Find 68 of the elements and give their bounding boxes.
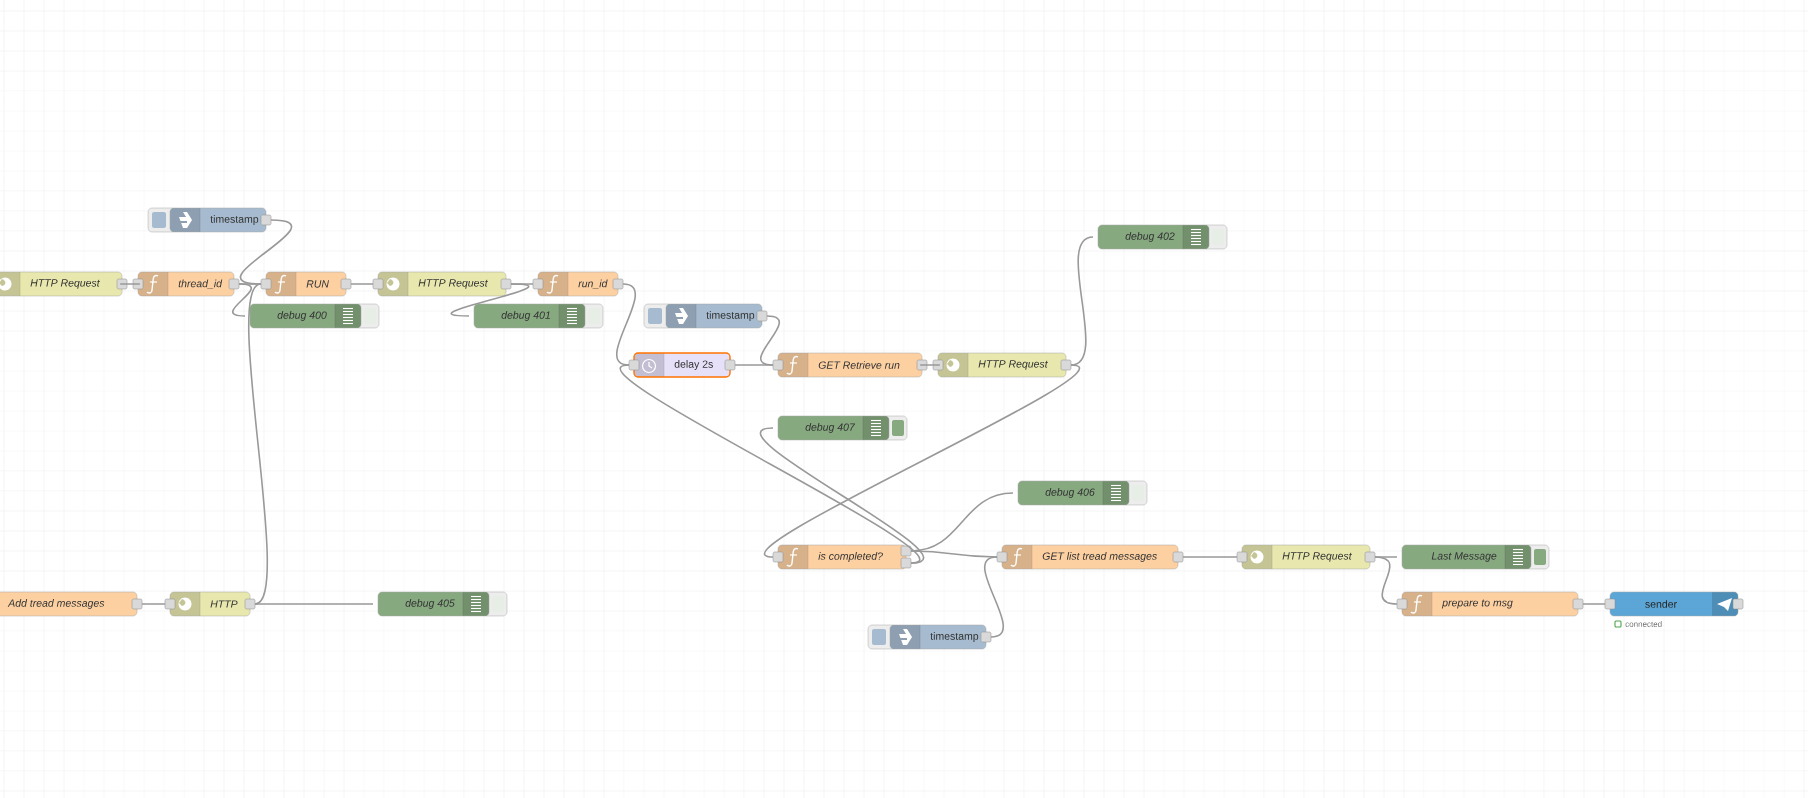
wire [760, 427, 924, 564]
http-request-node [932, 352, 1072, 378]
node-label: HTTP Request [30, 279, 100, 289]
node-label: timestamp [706, 311, 755, 321]
wire [734, 364, 774, 366]
wire [920, 364, 940, 366]
function-node [0, 591, 143, 617]
wire [232, 283, 252, 317]
debug-node [249, 303, 380, 329]
node-label: debug 402 [1125, 232, 1175, 242]
wire [1182, 556, 1238, 558]
wire [763, 364, 1081, 558]
node-label: sender [1645, 600, 1677, 608]
wire [760, 315, 780, 366]
wire [120, 283, 140, 285]
node-label: Add tread messages [7, 599, 105, 609]
node-label: timestamp [930, 632, 979, 642]
inject-node [147, 207, 272, 233]
node-label: debug 400 [277, 311, 327, 321]
debug-node [473, 303, 604, 329]
function-node [260, 271, 352, 297]
sender-node [1604, 591, 1744, 617]
wire [984, 556, 1004, 638]
wire [619, 364, 921, 564]
http-request-node [164, 591, 256, 617]
node-label: run_id [578, 279, 608, 289]
debug-node [1401, 544, 1550, 570]
node-label: GET Retrieve run [818, 361, 900, 369]
wire [350, 283, 374, 285]
wire [254, 603, 374, 605]
delay-node [628, 352, 736, 378]
node-label: debug 401 [501, 311, 550, 321]
inject-node [643, 303, 768, 329]
wire [240, 219, 292, 285]
function-node [996, 544, 1184, 570]
node-label: debug 405 [405, 599, 455, 609]
debug-node [777, 415, 908, 441]
http-request-node [1236, 544, 1376, 570]
inject-node [867, 624, 992, 650]
node-label: debug 406 [1045, 488, 1095, 498]
function-node [532, 271, 624, 297]
node-label: is completed? [818, 552, 883, 562]
node-label: HTTP Request [418, 279, 488, 289]
node-label: debug 407 [805, 423, 856, 433]
debug-node [1017, 480, 1148, 506]
wire [616, 283, 636, 366]
node-label: GET list tread messages [1042, 552, 1157, 562]
status-label: connected [1614, 620, 1662, 628]
debug-node [377, 591, 508, 617]
node-label: Last Message [1431, 552, 1497, 562]
node-label: delay 2s [674, 360, 713, 370]
function-node [132, 271, 240, 297]
wire [141, 603, 166, 605]
node-label: HTTP [210, 600, 238, 608]
node-label: prepare to msg [1441, 599, 1513, 609]
http-request-node [0, 271, 128, 297]
debug-node [1097, 224, 1228, 250]
function-node [1396, 591, 1584, 617]
node-label: HTTP Request [978, 360, 1048, 370]
node-label: timestamp [210, 215, 259, 225]
http-request-node [372, 271, 512, 297]
function-node [772, 544, 912, 570]
wire [1582, 603, 1606, 605]
node-label: RUN [306, 280, 329, 288]
wire [248, 283, 268, 605]
function-node [772, 352, 928, 378]
node-label: HTTP Request [1282, 552, 1352, 562]
node-label: thread_id [178, 279, 223, 289]
